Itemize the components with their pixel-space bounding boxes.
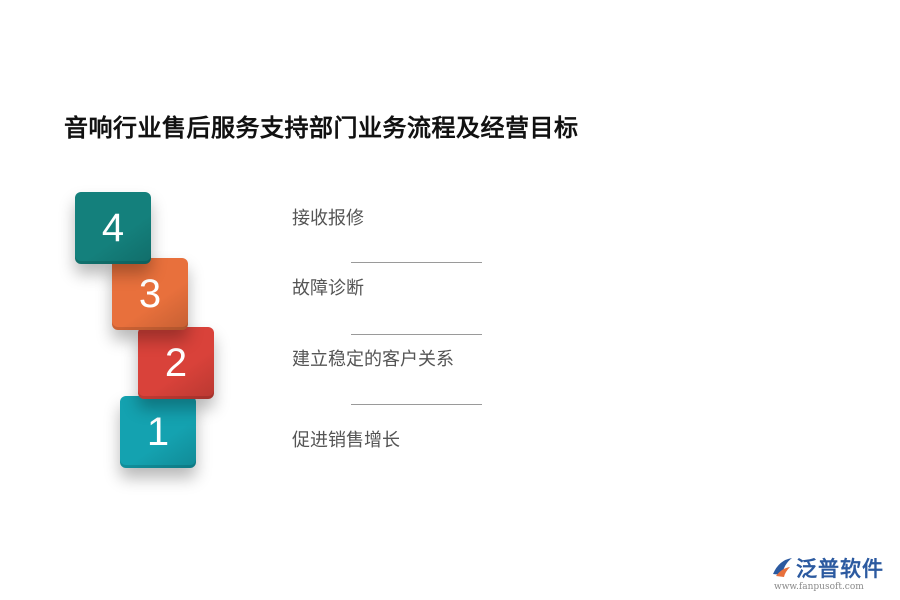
page-title: 音响行业售后服务支持部门业务流程及经营目标 (64, 114, 579, 142)
step-tile-2: 2 (138, 327, 214, 399)
step-label-sales-growth: 促进销售增长 (292, 430, 400, 451)
logo-name: 泛普软件 (796, 557, 884, 581)
step-label-fault-diagnosis: 故障诊断 (292, 278, 364, 299)
step-label-customer-relations: 建立稳定的客户关系 (292, 349, 454, 370)
step-tile-1: 1 (120, 396, 196, 468)
brand-logo: 泛普软件 www.fanpusoft.com (770, 552, 892, 596)
divider (351, 404, 482, 405)
step-tile-3: 3 (112, 258, 188, 330)
step-tile-4: 4 (75, 192, 151, 264)
divider (351, 334, 482, 335)
divider (351, 262, 482, 263)
logo-icon (773, 558, 792, 577)
logo-url: www.fanpusoft.com (774, 582, 864, 592)
step-label-receive-repair: 接收报修 (292, 208, 364, 229)
